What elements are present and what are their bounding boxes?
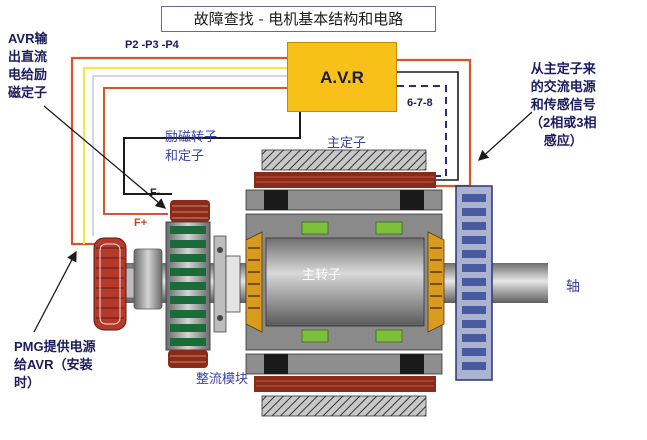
exciter-stator-bottom xyxy=(168,350,208,368)
shaft-label: 轴 xyxy=(566,279,580,295)
main-stator-source-label: 从主定子来 的交流电源 和传感信号 （2相或3相 感应） xyxy=(530,61,597,148)
avr-output-label: AVR输 出直流 电给励 磁定子 xyxy=(8,31,48,100)
p-terminals-label: P2 -P3 -P4 xyxy=(125,39,179,51)
f-minus-label: F- xyxy=(150,187,161,199)
f-plus-label: F+ xyxy=(134,217,148,229)
rectifier-label: 整流模块 xyxy=(196,372,249,387)
main-stator-top xyxy=(245,149,443,211)
exciter-rotor xyxy=(165,221,211,351)
avr-output-wires xyxy=(70,56,301,246)
main-stator-bottom xyxy=(245,353,443,417)
cooling-fan xyxy=(455,185,493,381)
main-rotor xyxy=(245,213,445,351)
exciter-label: 励磁转子 和定子 xyxy=(165,130,218,164)
avr-block: A.V.R xyxy=(287,42,397,112)
exciter-stator-top xyxy=(170,200,210,222)
main-rotor-label: 主转子 xyxy=(302,268,342,283)
annotation-arrows xyxy=(33,105,533,333)
pmg xyxy=(93,237,127,331)
sense-wires xyxy=(397,58,472,188)
pmg-label: PMG提供电源 给AVR（安装 时） xyxy=(14,339,96,390)
rectifier-module xyxy=(213,235,241,333)
main-stator-label: 主定子 xyxy=(327,136,367,151)
sense-terminals-label: 6-7-8 xyxy=(407,97,433,109)
diagram-title: 故障查找 - 电机基本结构和电路 xyxy=(161,6,436,32)
